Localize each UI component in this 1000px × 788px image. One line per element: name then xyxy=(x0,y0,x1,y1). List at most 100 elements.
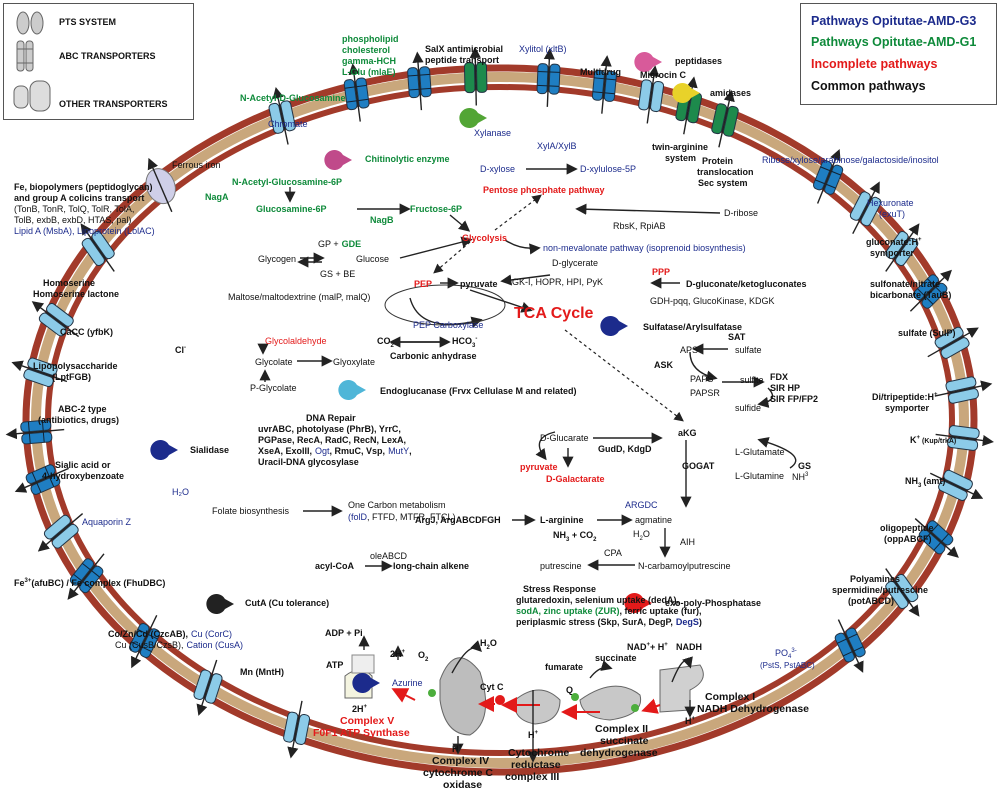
label-aps: APS xyxy=(680,345,698,355)
transporter-abc2 xyxy=(14,464,69,495)
label-oleabcd: oleABCD xyxy=(370,551,408,561)
endoglucanase-icon xyxy=(338,380,366,400)
transporter-sec xyxy=(711,89,739,148)
label-ditri2: symporter xyxy=(885,403,930,413)
label-dribose: D-ribose xyxy=(724,208,758,218)
label-glucose: Glucose xyxy=(356,254,389,264)
transporter-polyamines xyxy=(885,568,920,617)
legend-g1: Pathways Opitutae-AMD-G1 xyxy=(811,35,977,49)
label-sulfonate2: bicarbonate (TauB) xyxy=(870,290,951,300)
label-endoglucanase: Endoglucanase (Frvx Cellulase M and rela… xyxy=(380,386,577,396)
label-sulfite: sulfite xyxy=(740,375,764,385)
label-gogat: GOGAT xyxy=(682,461,715,471)
label-sirfp: SIR FP/FP2 xyxy=(770,394,818,404)
transporter-oligopeptide xyxy=(914,518,959,558)
label-homoserine1: Homoserine xyxy=(43,278,95,288)
transporter-sulfonate xyxy=(909,269,952,312)
label-2h-bottom: 2H+ xyxy=(352,704,368,714)
transporter-salx xyxy=(463,46,488,106)
label-glycolate: Glycolate xyxy=(255,357,293,367)
arrow-fru6p-glycolysis xyxy=(449,214,471,232)
label-ditri1: Di/tripeptide:H+ xyxy=(872,392,938,402)
transporter-xylitol xyxy=(536,48,561,107)
label-sialic2: 4-hydroxybenzoate xyxy=(42,471,124,481)
label-cuta: CutA (Cu tolerance) xyxy=(245,598,329,608)
label-fe4: TolB, exbB, exbD, HTAS, pal) xyxy=(14,215,131,225)
label-nh3co2: NH3 + CO2 xyxy=(553,530,597,543)
label-larginine: L-arginine xyxy=(540,515,584,525)
label-complex-i2: NADH Dehydrogenase xyxy=(697,703,809,715)
label-hexuronate: Hexuronate xyxy=(867,198,914,208)
label-gln6p: Glucosamine-6P xyxy=(256,204,327,214)
label-twin1: twin-arginine xyxy=(652,142,708,152)
label-gs: GS xyxy=(798,461,811,471)
label-cu: Cu (CusB/CzsB),Cation (CusA) xyxy=(115,640,243,650)
label-lps1: Lipopolysaccharide xyxy=(33,361,118,371)
label-gki: GK-I, HOPR, HPI, PyK xyxy=(512,277,603,287)
transporter-ditripeptide xyxy=(934,376,993,404)
label-nh3-small: NH3 xyxy=(792,472,809,482)
label-q: Q xyxy=(566,685,573,695)
label-dxylose: D-xylose xyxy=(480,164,515,174)
arrow-pepcarb xyxy=(409,297,483,328)
label-complex-iii1: Cytochrome xyxy=(508,747,569,759)
label-gluconate-symporter: symporter xyxy=(870,248,915,258)
complex-iii xyxy=(514,689,561,725)
transporter-mn xyxy=(283,700,311,759)
label-oligo2: (oppABCF) xyxy=(884,534,931,544)
label-fru6p: Fructose-6P xyxy=(410,204,462,214)
legend-pts-label: PTS SYSTEM xyxy=(59,17,117,27)
label-complex-iii2: reductase xyxy=(511,759,561,771)
label-h2o: H₂O xyxy=(172,487,189,497)
label-agmatine: agmatine xyxy=(635,515,672,525)
transporter-homoserine xyxy=(31,301,80,338)
label-stress2: sodA, zinc uptake (ZUR), ferric uptake (… xyxy=(516,606,702,616)
label-longchain: long-chain alkene xyxy=(393,561,469,571)
label-cl: Cl- xyxy=(175,345,186,355)
label-ferrous: Ferrous iron xyxy=(172,160,221,170)
pep-carboxylase-loop xyxy=(384,284,506,326)
label-pepcarb: PEP Carboxylase xyxy=(413,320,483,330)
label-stress3: periplasmic stress (Skp, SurA, DegP,DegS… xyxy=(516,617,702,627)
label-complex-i1: Complex I xyxy=(705,691,755,703)
label-onecarbon1: One Carbon metabolism xyxy=(348,500,446,510)
label-prot1: Protein xyxy=(702,156,733,166)
transporter-sulfate xyxy=(927,326,979,359)
label-maltose: Maltose/maltodextrine (malP, malQ) xyxy=(228,292,370,302)
complex-iv xyxy=(439,657,487,736)
label-stress: Stress Response xyxy=(523,584,596,594)
label-sat: SAT xyxy=(728,332,746,342)
label-mn: Mn (MntH) xyxy=(240,667,284,677)
transporter-lipid xyxy=(80,223,115,272)
label-nacetyl-d-glucosamine: N-Acetyl-D-Glucosamine xyxy=(240,93,346,103)
label-aquaporin: Aquaporin Z xyxy=(82,517,132,527)
chitinolytic-enzyme-icon xyxy=(324,149,352,170)
label-amidases: amidases xyxy=(710,88,751,98)
label-homoserine2: Homoserine lactone xyxy=(33,289,119,299)
label-dna1: uvrABC, photolyase (PhrB), YrrC, xyxy=(258,424,401,434)
arrow-dglycerate xyxy=(500,274,551,286)
label-xylitol: Xylitol (xltB) xyxy=(519,44,567,54)
label-rbsk: RbsK, RpiAB xyxy=(613,221,666,231)
amidases-icon xyxy=(672,82,700,103)
label-complex-v1: Complex V xyxy=(340,715,394,727)
transporter-cacc xyxy=(11,357,68,388)
transporter-amt xyxy=(929,469,984,501)
peptidases-icon xyxy=(634,52,662,73)
label-sulfatase: Sulfatase/Arylsulfatase xyxy=(643,322,742,332)
label-lglutamine: L-Glutamine xyxy=(735,471,784,481)
label-azurine: Azurine xyxy=(392,678,423,688)
pathway-legend: Pathways Opitutae-AMD-G3 Pathways Opitut… xyxy=(800,3,997,105)
other-transporter-icon xyxy=(13,80,51,112)
label-dna3: XseA, ExoIII,Ogt, RmuC, Vsp,MutY, xyxy=(258,446,412,456)
label-co2: CO2 xyxy=(377,336,395,349)
label-pep: PEP xyxy=(414,279,432,289)
label-glycogen: Glycogen xyxy=(258,254,296,264)
label-dna2: PGPase, RecA, RadC, RecN, LexA, xyxy=(258,435,406,445)
transporter-fe xyxy=(129,614,161,669)
label-lipid-a: Lipid A (MsbA), Lipoprotein (LolAC) xyxy=(14,226,155,236)
label-sulfate-sulp: sulfate (SulP) xyxy=(898,328,956,338)
label-atp: ATP xyxy=(326,660,343,670)
transporter-kup xyxy=(935,425,994,451)
label-folate: Folate biosynthesis xyxy=(212,506,290,516)
